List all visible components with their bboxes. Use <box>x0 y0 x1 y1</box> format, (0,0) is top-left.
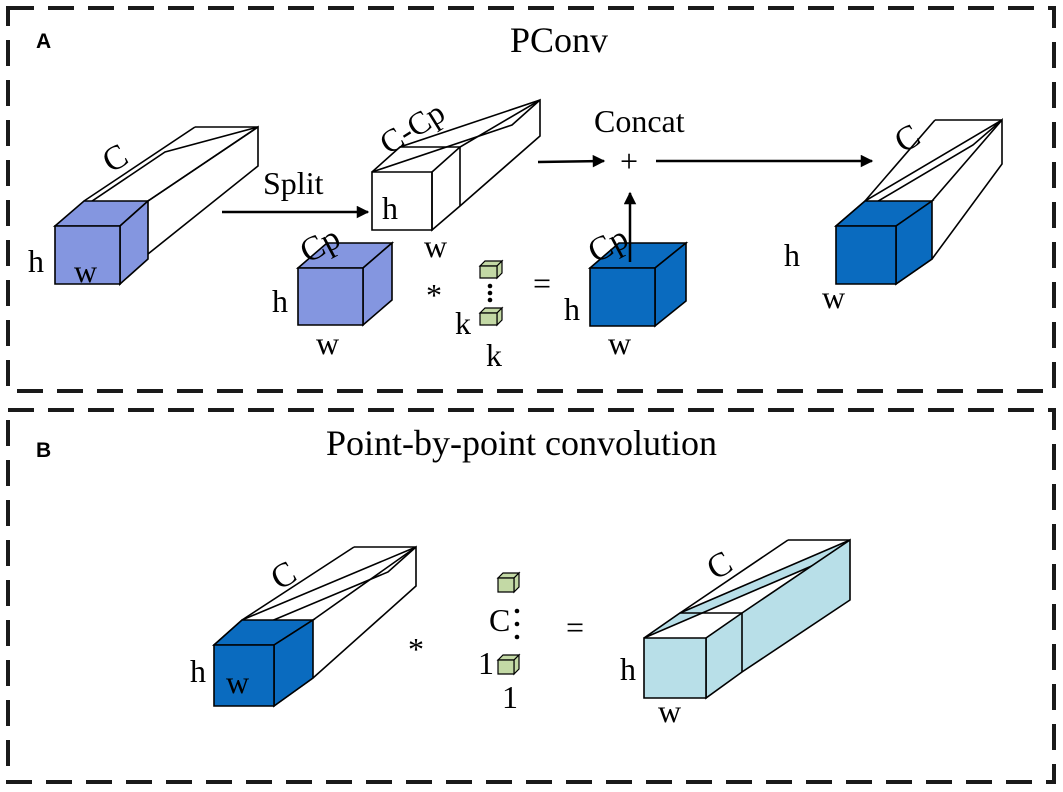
result-width-label: w <box>608 325 631 361</box>
output-height-label: h <box>784 237 800 273</box>
untouched-width-label: w <box>424 228 447 264</box>
panel-b-border <box>6 408 1056 784</box>
kernel-size-label-a: k <box>455 305 471 341</box>
pw-kernel <box>496 571 521 676</box>
untouched-height-label: h <box>382 190 398 226</box>
input-channel-label: C <box>96 137 134 180</box>
panel-b-letter: B <box>36 439 51 462</box>
panel-a: A PConv C h w Split C-Cp h w <box>6 6 1056 393</box>
partial-width-label: w <box>316 325 339 361</box>
output-feature-block <box>833 117 1003 286</box>
pw-kernel-size-label-b: 1 <box>502 679 518 715</box>
panel-b-title: Point-by-point convolution <box>326 423 717 463</box>
pw-equals-sign: = <box>566 609 584 645</box>
pw-kernel-cube-top <box>496 571 521 594</box>
output-width-label: w <box>822 279 845 315</box>
input-feature-block <box>52 125 259 287</box>
kernel-cube-bottom <box>478 306 504 327</box>
partial-height-label: h <box>272 283 288 319</box>
output-block-front <box>835 225 897 285</box>
pw-input-height-label: h <box>190 653 206 689</box>
untouched-to-concat-arrow <box>537 154 606 168</box>
pconv-kernel <box>478 259 504 327</box>
pw-kernel-cube-bottom <box>496 653 521 676</box>
panel-a-letter: A <box>36 30 51 53</box>
concat-symbol: + <box>620 143 638 179</box>
pconv-equals-sign: = <box>533 265 551 301</box>
pw-input-front <box>213 644 275 707</box>
result-height-label: h <box>564 291 580 327</box>
pw-kernel-dot <box>514 608 520 614</box>
panel-a-title: PConv <box>510 20 608 60</box>
partial-channels-block <box>295 241 395 327</box>
input-block-front <box>54 225 121 285</box>
pw-kernel-dot <box>514 621 520 627</box>
panel-a-border <box>6 6 1056 393</box>
panel-b: B Point-by-point convolution C h w * <box>6 408 1056 784</box>
pw-output-channel-label: C <box>701 544 739 587</box>
conv-result-block <box>587 241 689 328</box>
pw-convolution-operator: * <box>408 631 424 667</box>
input-height-label: h <box>28 243 44 279</box>
split-label: Split <box>263 165 324 201</box>
pw-kernel-channel-label: C <box>489 602 510 638</box>
pw-kernel-dot <box>514 634 520 640</box>
output-channel-label: C <box>888 117 926 160</box>
pw-output-width-label: w <box>658 693 681 729</box>
pconv-convolution-operator: * <box>426 277 442 313</box>
pw-output-block <box>643 538 851 700</box>
untouched-channels-block <box>371 98 541 232</box>
kernel-dot <box>487 290 493 296</box>
pw-input-block <box>211 545 417 708</box>
untouched-channel-label: C-Cp <box>373 94 451 161</box>
kernel-size-label-b: k <box>486 337 502 373</box>
pw-input-channel-label: C <box>265 554 303 597</box>
concat-label: Concat <box>594 103 685 139</box>
kernel-dot <box>487 297 493 303</box>
pw-kernel-size-label-a: 1 <box>478 645 494 681</box>
input-width-label: w <box>74 253 97 289</box>
pw-output-height-label: h <box>620 651 636 687</box>
pw-input-width-label: w <box>226 664 249 700</box>
kernel-dot <box>487 283 493 289</box>
kernel-cube-top <box>478 259 504 280</box>
